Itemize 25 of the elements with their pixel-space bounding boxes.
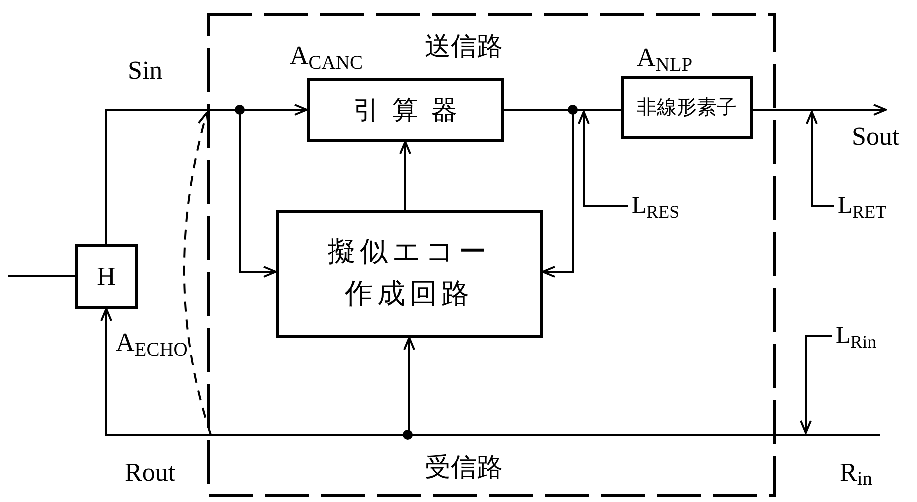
level-label: L$_{Rin}$	[832, 320, 917, 352]
signal-label: 送信路	[425, 34, 503, 60]
block-label: A$_{NLP}$	[637, 42, 693, 77]
signal-label: Sin	[128, 58, 163, 84]
subtractor-box: 引算器	[307, 78, 504, 142]
dashed-boundary-box	[207, 13, 776, 497]
leader-line	[800, 335, 832, 434]
signal-label: Rout	[125, 460, 176, 486]
signal-line	[8, 276, 75, 278]
signal-label: Sout	[848, 120, 916, 152]
nonlinear-element-box: 非線形素子	[621, 76, 753, 139]
level-label: L$_{RET}$	[834, 190, 916, 222]
leader-line	[806, 111, 834, 207]
echo-replica-box: 擬似エコー作成回路	[276, 210, 543, 338]
hybrid-box: H	[75, 244, 138, 309]
signal-line	[404, 337, 880, 436]
signal-label: 受信路	[425, 455, 503, 481]
signal-label: R$_{in}$	[836, 452, 906, 492]
block-label: A$_{CANC}$	[290, 40, 363, 75]
leader-line	[578, 111, 628, 207]
signal-line	[753, 104, 887, 116]
signal-line	[400, 141, 412, 210]
echo-path-arrow	[184, 112, 212, 436]
signal-label: A$_{ECHO}$	[116, 330, 188, 356]
level-label: L$_{RES}$	[628, 190, 718, 222]
